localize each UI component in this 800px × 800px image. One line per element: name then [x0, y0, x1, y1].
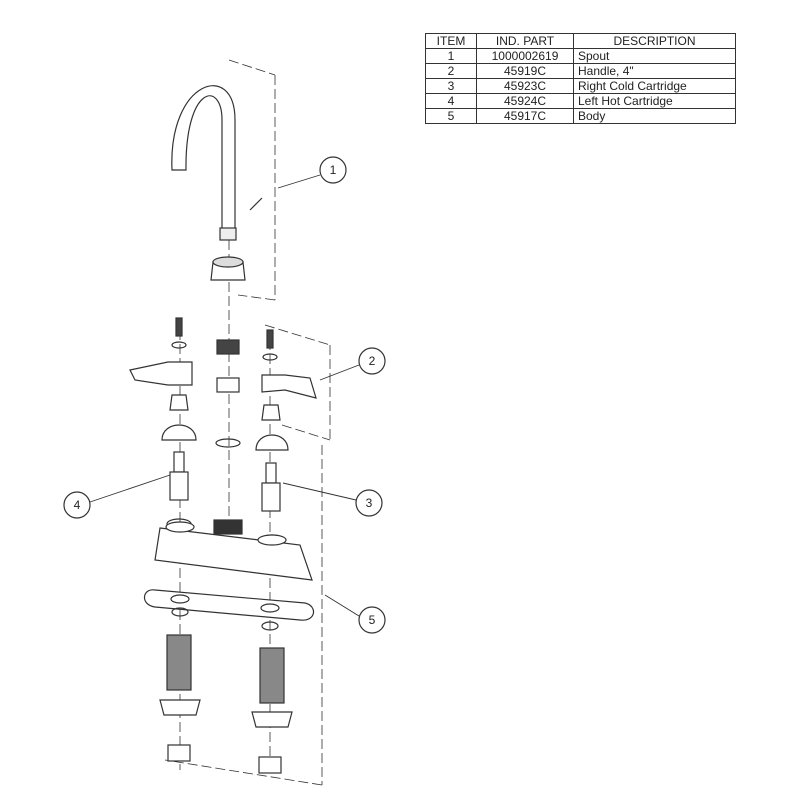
callout-label: 5	[369, 613, 376, 627]
callout-1: 1	[319, 156, 347, 184]
shank-hardware	[159, 607, 293, 774]
callout-2: 2	[358, 347, 386, 375]
right-handle-assembly	[255, 329, 317, 546]
faucet-body	[143, 519, 314, 621]
callout-label: 4	[74, 498, 81, 512]
callout-label: 3	[366, 496, 373, 510]
cell-description: Handle, 4"	[573, 63, 736, 79]
callout-label: 1	[330, 163, 337, 177]
cell-description: Left Hot Cartridge	[573, 93, 736, 109]
cell-part: 45917C	[476, 108, 574, 124]
spout-rings	[215, 339, 241, 448]
left-handle-assembly	[129, 317, 197, 530]
callout-leaders	[89, 174, 360, 617]
callout-3: 3	[355, 489, 383, 517]
callout-label: 2	[369, 354, 376, 368]
callout-4: 4	[63, 491, 91, 519]
spout	[171, 85, 263, 281]
cell-description: Body	[573, 108, 736, 124]
callout-5: 5	[358, 606, 386, 634]
